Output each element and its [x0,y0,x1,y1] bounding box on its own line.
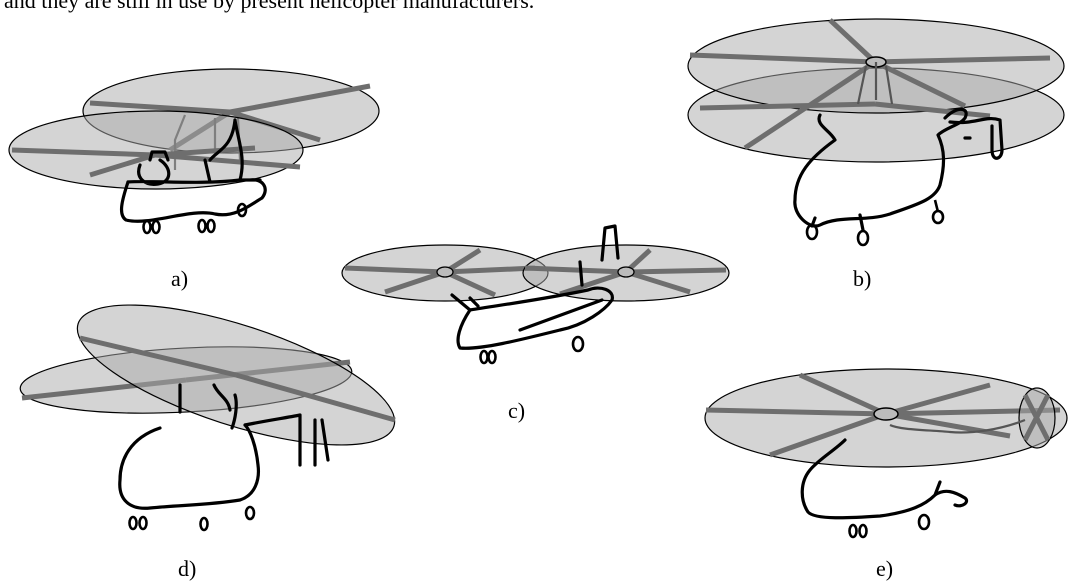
caption-a: a) [171,266,189,291]
rotor-disc-a-front [8,110,304,190]
caption-d: d) [178,556,197,581]
caption-e: e) [876,556,894,581]
body-text-line: and they are still in use by present hel… [4,0,535,13]
figure-e-single-main-rotor [704,368,1068,539]
figure-d-tandem-rotors [19,304,396,532]
figure-b-coaxial-rotors [687,18,1065,247]
figure-a-side-by-side-rotors [8,68,380,235]
caption-c: c) [508,398,526,423]
figure-c-twin-rotor-wing [341,224,730,365]
caption-b: b) [853,266,872,291]
